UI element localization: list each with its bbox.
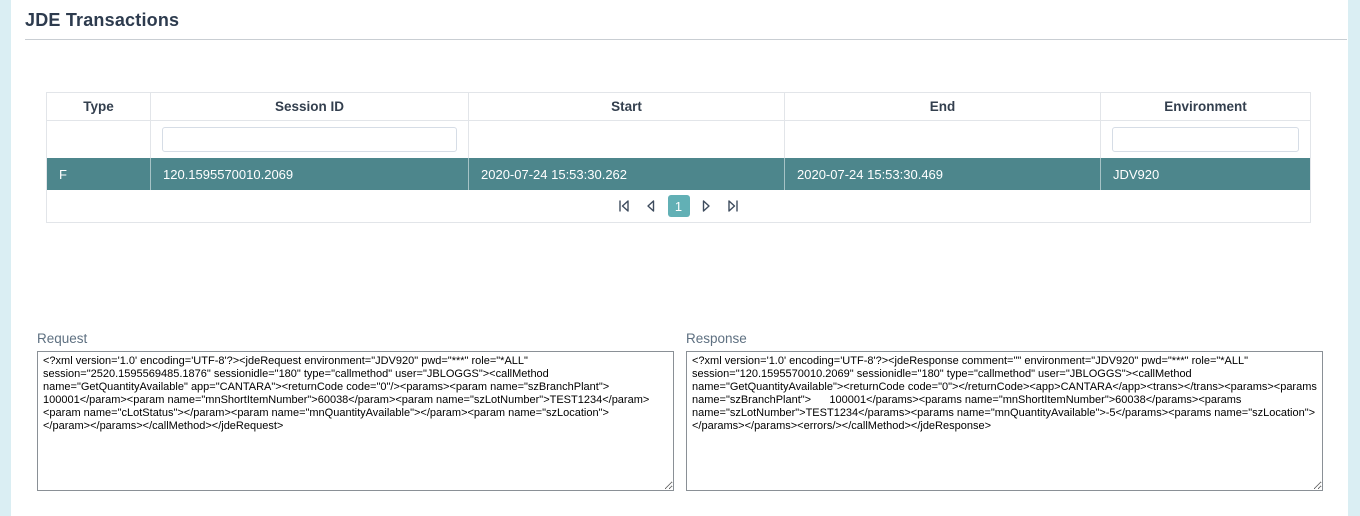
filter-cell-start (469, 121, 785, 158)
title-wrap: JDE Transactions (25, 0, 1347, 40)
column-header-start: Start (469, 93, 785, 121)
request-label: Request (37, 331, 88, 346)
filter-cell-session-id (151, 121, 469, 158)
previous-page-icon (644, 199, 656, 213)
filter-cell-end (785, 121, 1101, 158)
response-textarea[interactable]: <?xml version='1.0' encoding='UTF-8'?><j… (686, 351, 1323, 491)
column-header-environment: Environment (1101, 93, 1310, 121)
last-page-icon (726, 199, 740, 213)
request-section: Request <?xml version='1.0' encoding='UT… (37, 331, 674, 496)
column-header-end: End (785, 93, 1101, 121)
session-id-filter-input[interactable] (162, 127, 457, 152)
pagination-bar: 1 (47, 190, 1310, 222)
filter-cell-environment (1101, 121, 1310, 158)
transaction-row[interactable]: F 120.1595570010.2069 2020-07-24 15:53:3… (47, 158, 1310, 190)
environment-filter-input[interactable] (1112, 127, 1299, 152)
cell-session-id: 120.1595570010.2069 (151, 158, 469, 190)
transactions-grid: Type Session ID Start End Environment F (46, 92, 1311, 223)
last-page-button[interactable] (725, 197, 742, 215)
next-page-button[interactable] (699, 197, 716, 215)
grid-header-row: Type Session ID Start End Environment (47, 93, 1310, 121)
filter-cell-type (47, 121, 151, 158)
page-title: JDE Transactions (25, 10, 1347, 40)
column-header-session-id: Session ID (151, 93, 469, 121)
cell-environment: JDV920 (1113, 166, 1160, 182)
first-page-icon (617, 199, 631, 213)
response-label: Response (686, 331, 747, 346)
cell-start: 2020-07-24 15:53:30.262 (469, 158, 785, 190)
current-page-indicator[interactable]: 1 (667, 195, 690, 217)
grid-filter-row (47, 121, 1310, 158)
response-section: Response <?xml version='1.0' encoding='U… (686, 331, 1323, 496)
column-header-type: Type (47, 93, 151, 121)
cell-type: F (47, 158, 151, 190)
first-page-button[interactable] (616, 197, 633, 215)
request-textarea[interactable]: <?xml version='1.0' encoding='UTF-8'?><j… (37, 351, 674, 491)
previous-page-button[interactable] (642, 197, 659, 215)
next-page-icon (701, 199, 713, 213)
cell-end: 2020-07-24 15:53:30.469 (785, 158, 1101, 190)
content-panel: JDE Transactions Type Session ID Start E… (11, 0, 1348, 516)
